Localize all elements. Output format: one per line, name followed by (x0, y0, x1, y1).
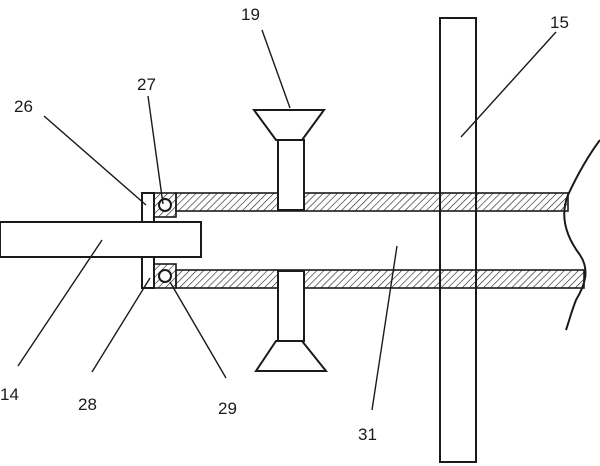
shaft (0, 221, 202, 258)
label-26: 26 (14, 97, 33, 116)
leader-14 (17, 239, 103, 367)
label-28: 28 (78, 395, 97, 414)
leader-28 (91, 277, 151, 373)
label-14: 14 (0, 385, 19, 404)
leader-29 (169, 281, 227, 379)
funnel-top-cup (252, 109, 326, 141)
leader-15 (460, 31, 557, 138)
tube-lower-wall (175, 269, 585, 289)
vertical-plate (439, 17, 477, 463)
funnel-top-stem (277, 139, 305, 211)
leader-31 (371, 245, 398, 411)
funnel-bottom-cup (254, 340, 329, 372)
leader-19 (261, 29, 291, 109)
leader-26 (43, 115, 147, 206)
lower-bearing-ball (158, 269, 172, 283)
label-31: 31 (358, 425, 377, 444)
label-19: 19 (241, 5, 260, 24)
label-27: 27 (137, 75, 156, 94)
upper-bearing-ball (158, 198, 172, 212)
tube-break-line (563, 139, 600, 331)
funnel-bottom-stem (277, 270, 305, 342)
label-15: 15 (550, 13, 569, 32)
tube-upper-wall (175, 192, 569, 212)
label-29: 29 (218, 399, 237, 418)
leader-27 (147, 95, 164, 205)
